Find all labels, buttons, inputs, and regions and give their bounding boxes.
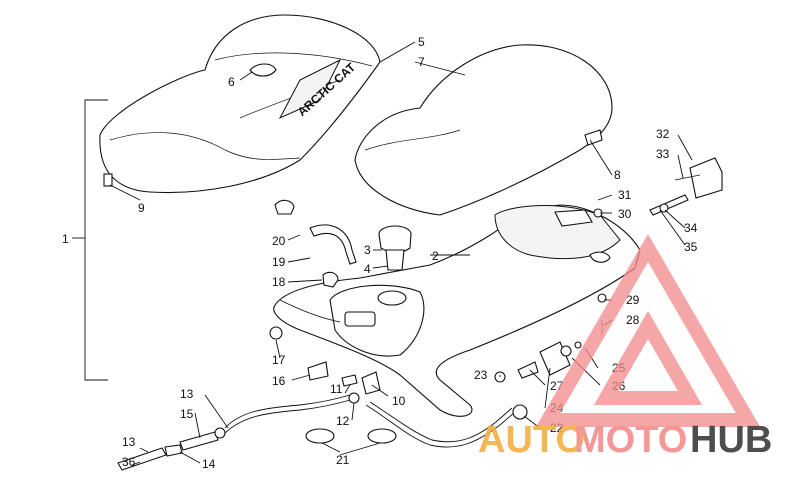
callout-21: 21 [336, 453, 350, 467]
callout-labels: 1 2 3 4 5 6 7 8 9 10 11 12 13 13 14 15 1… [62, 35, 698, 471]
watermark-text-auto: AUTO [478, 419, 585, 461]
callout-10: 10 [392, 394, 406, 408]
watermark-text-hub: HUB [690, 419, 772, 461]
callout-9: 9 [138, 201, 145, 215]
seat-fastener [103, 173, 113, 187]
watermark-text-moto: MOTO [574, 419, 687, 461]
watermark: AUTO MOTO HUB [478, 234, 772, 461]
throttle-cable [117, 392, 528, 471]
callout-16: 16 [272, 374, 286, 388]
callout-36: 36 [122, 455, 136, 469]
callout-28: 28 [626, 313, 640, 327]
callout-7: 7 [418, 55, 425, 69]
watermark-logo-triangle [535, 234, 761, 427]
hose-clamps [305, 428, 397, 444]
callout-19: 19 [272, 255, 286, 269]
callout-33: 33 [656, 147, 670, 161]
callout-3: 3 [364, 243, 371, 257]
callout-2: 2 [432, 249, 439, 263]
watermark-logo-inner [593, 310, 703, 405]
callout-11: 11 [330, 382, 343, 396]
callout-35: 35 [684, 240, 698, 254]
callout-23: 23 [474, 368, 488, 382]
callout-12: 12 [336, 414, 350, 428]
callout-13-lower: 13 [122, 435, 136, 449]
callout-1: 1 [62, 232, 69, 246]
callout-31: 31 [618, 188, 632, 202]
callout-20: 20 [272, 234, 286, 248]
callout-29: 29 [626, 293, 640, 307]
callout-32: 32 [656, 127, 670, 141]
group-bracket [72, 99, 108, 381]
callout-15: 15 [180, 407, 194, 421]
callout-18: 18 [272, 275, 286, 289]
callout-8: 8 [614, 168, 621, 182]
seat-assembly: ARCTIC CAT [99, 14, 381, 194]
vent-hose [274, 199, 357, 288]
mount-plate [593, 157, 723, 218]
callout-6: 6 [228, 75, 235, 89]
callout-34: 34 [684, 221, 698, 235]
small-parts [269, 326, 506, 395]
fuel-cap [378, 225, 412, 271]
fuel-tank-base [273, 204, 641, 417]
seat-cover [354, 44, 613, 216]
callout-14: 14 [202, 457, 216, 471]
callout-17: 17 [272, 353, 286, 367]
callout-4: 4 [364, 262, 371, 276]
callout-30: 30 [618, 207, 632, 221]
callout-13-upper: 13 [180, 387, 194, 401]
callout-5: 5 [418, 35, 425, 49]
